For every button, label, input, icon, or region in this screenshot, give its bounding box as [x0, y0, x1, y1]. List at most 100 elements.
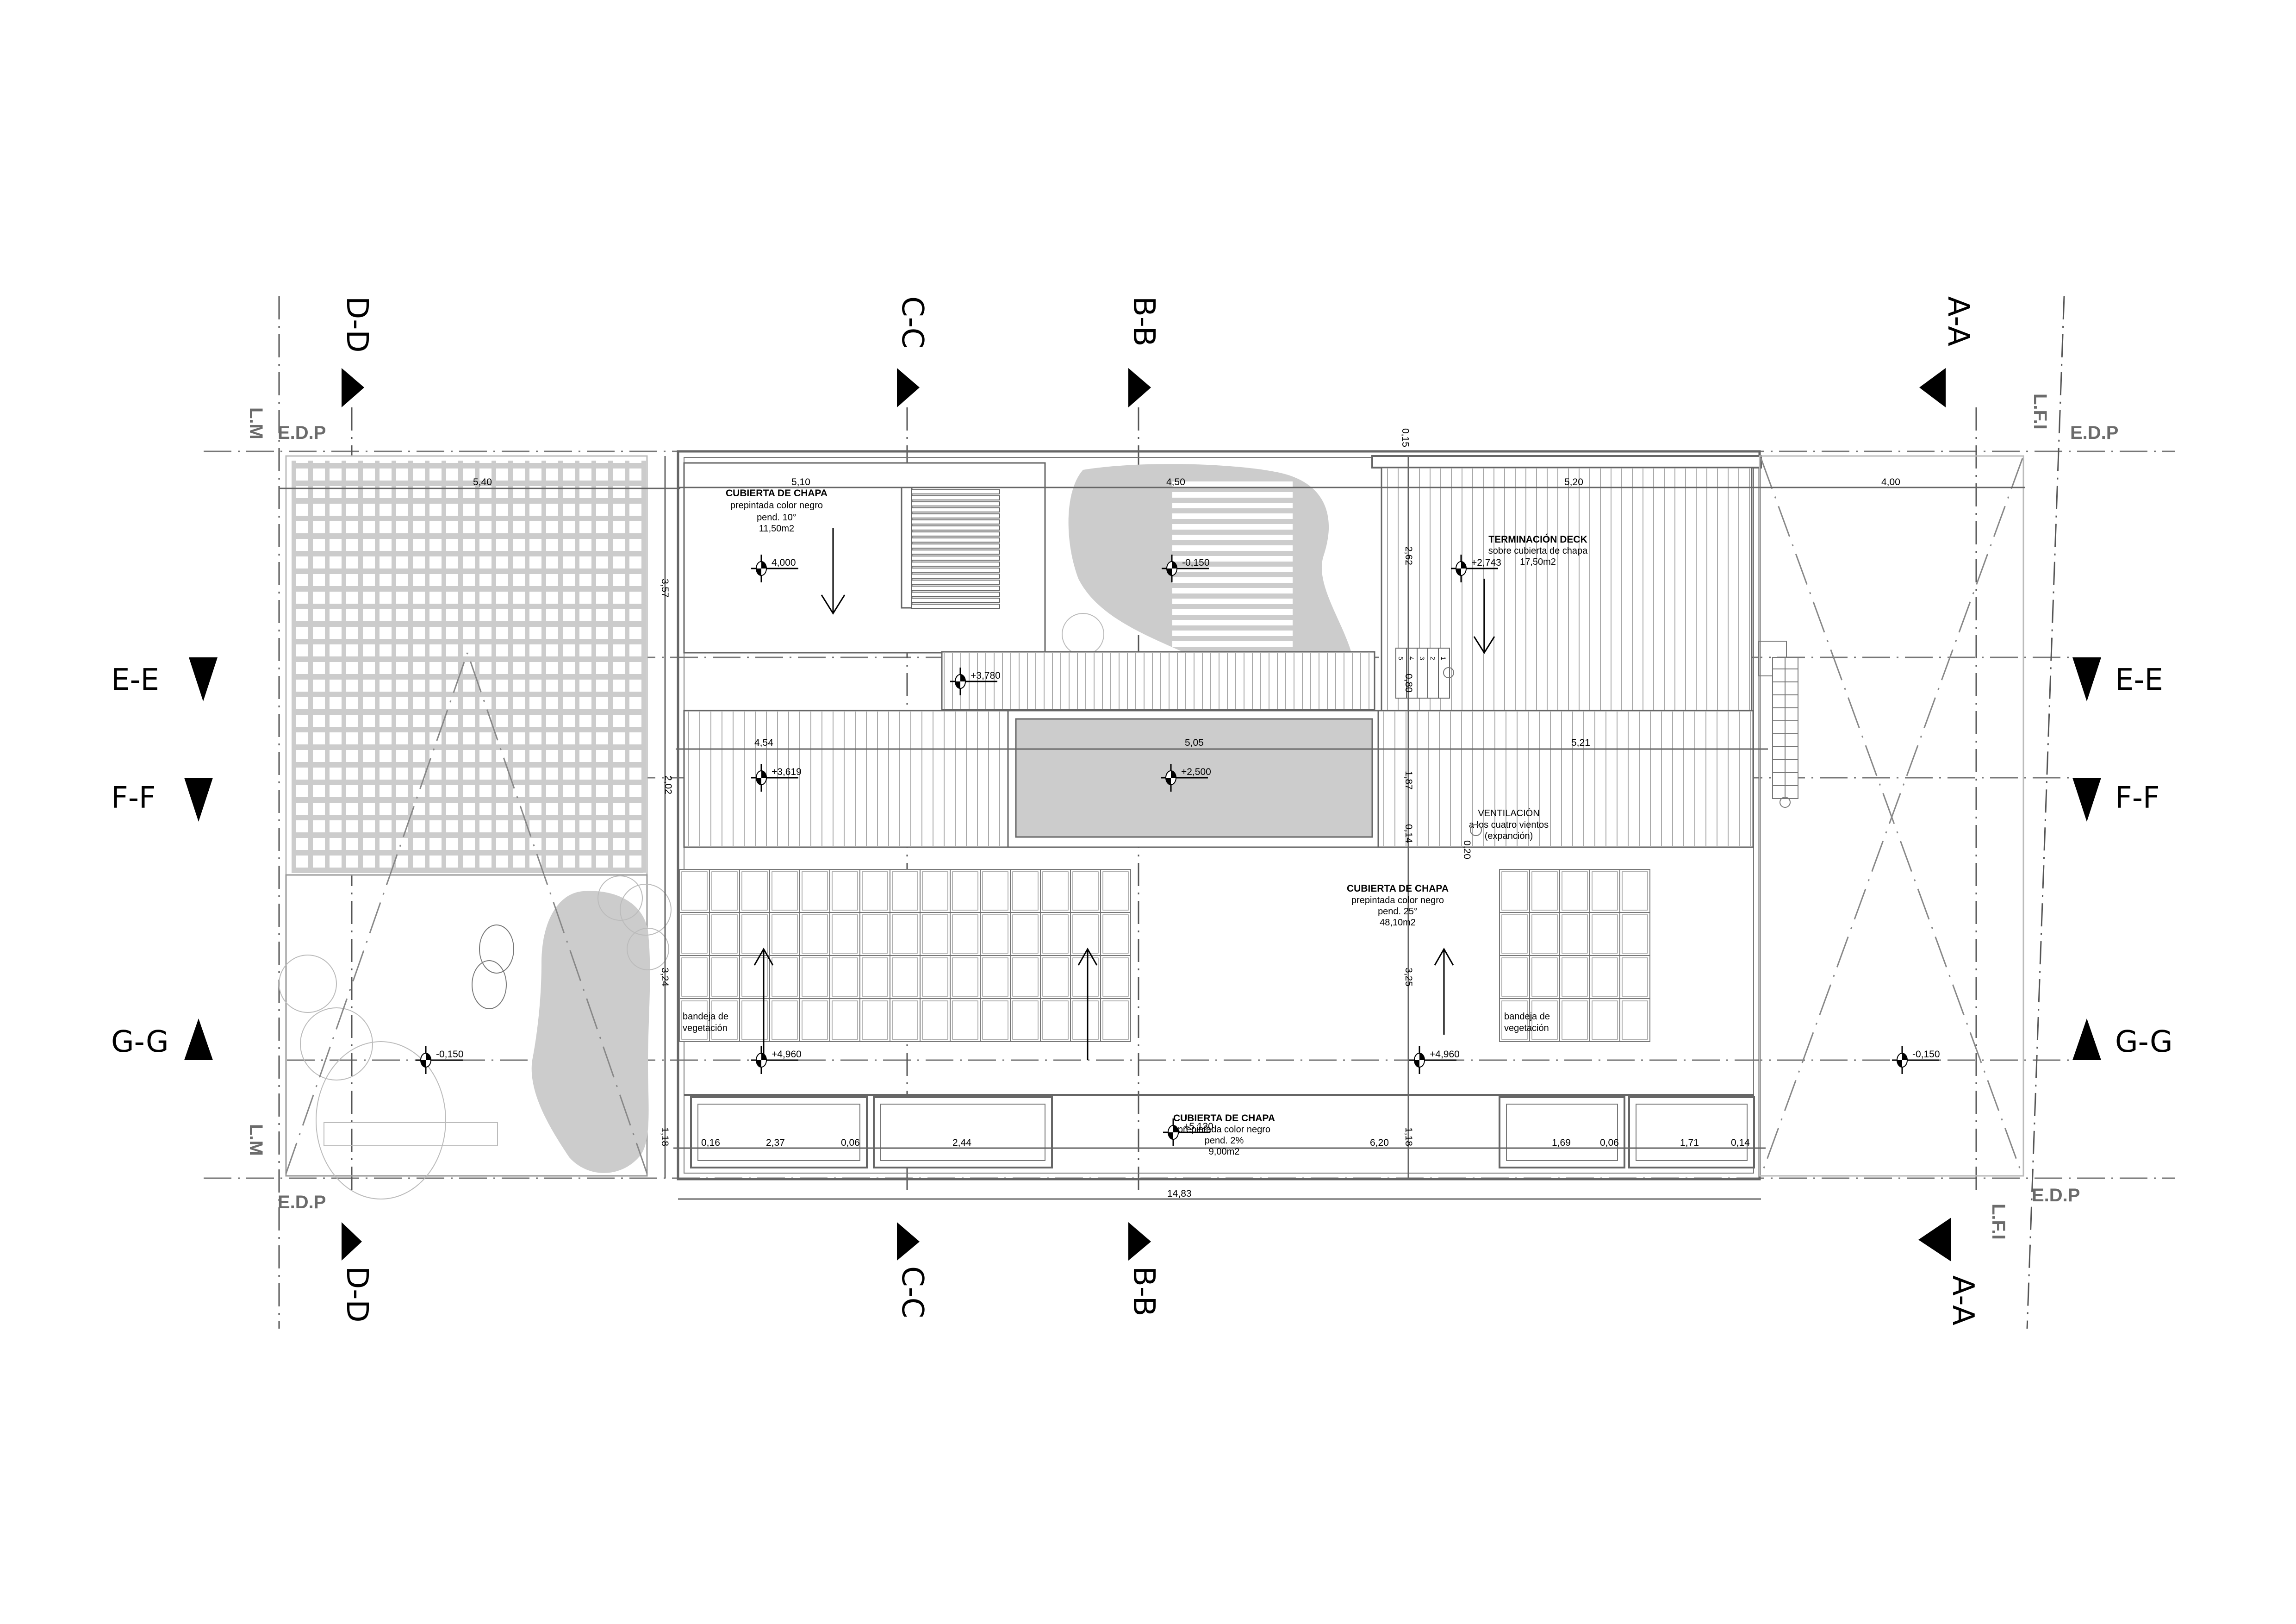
svg-text:1,18: 1,18 — [1403, 1127, 1414, 1146]
edp-label-top-left: E.D.P — [278, 423, 326, 443]
dimension-lines — [279, 456, 2025, 1200]
svg-text:0,06: 0,06 — [841, 1137, 860, 1148]
level-marker-icon: +2,500 — [1161, 764, 1211, 792]
tree-icon — [620, 884, 672, 936]
level-marker-icon: -0,150 — [1162, 555, 1210, 582]
right-exterior — [1758, 455, 2024, 1177]
svg-text:prepintada color negro: prepintada color negro — [1351, 895, 1444, 906]
svg-text:0,06: 0,06 — [1600, 1137, 1619, 1148]
note-roof2-title: CUBIERTA DE CHAPA — [1347, 883, 1449, 894]
section-arrow-icon — [1919, 368, 1946, 407]
level-marker-icon: +5,130 — [1163, 1118, 1213, 1146]
section-arrow-icon — [1128, 1222, 1151, 1261]
section-label-aa-top: A-A — [1941, 296, 1975, 346]
svg-text:vegetación: vegetación — [683, 1023, 728, 1033]
section-label-cc-top: C-C — [895, 296, 929, 348]
level-marker-icon: +4,960 — [1409, 1046, 1460, 1074]
svg-text:a los cuatro vientos: a los cuatro vientos — [1469, 820, 1549, 830]
svg-text:3: 3 — [1419, 656, 1426, 660]
svg-text:0,20: 0,20 — [1462, 840, 1472, 859]
edp-label-bottom-left: E.D.P — [278, 1192, 326, 1212]
note-veg1: bandeja de — [683, 1012, 728, 1022]
svg-text:6,20: 6,20 — [1370, 1137, 1389, 1148]
section-label-dd-top: D-D — [340, 296, 374, 353]
svg-text:(expanción): (expanción) — [1485, 831, 1533, 841]
svg-text:pend. 2%: pend. 2% — [1205, 1136, 1244, 1146]
section-arrow-icon — [342, 368, 364, 407]
svg-text:2,62: 2,62 — [1403, 546, 1414, 565]
svg-text:+5,130: +5,130 — [1183, 1121, 1213, 1132]
svg-text:0,16: 0,16 — [701, 1137, 720, 1148]
svg-text:4: 4 — [1408, 656, 1415, 660]
svg-text:3,24: 3,24 — [660, 968, 670, 987]
roof-zone-connector — [941, 651, 1375, 711]
svg-text:sobre cubierta de chapa: sobre cubierta de chapa — [1488, 546, 1588, 556]
svg-text:2,02: 2,02 — [663, 775, 673, 794]
section-label-ee-left: E-E — [111, 663, 159, 697]
bottom-skylights — [684, 1094, 1755, 1168]
svg-text:0,80: 0,80 — [1403, 674, 1414, 693]
section-arrow-icon — [2072, 657, 2101, 701]
vegetation-trays — [679, 869, 1650, 1060]
svg-text:pend. 25°: pend. 25° — [1378, 906, 1418, 917]
pond-shape — [531, 891, 650, 1173]
note-deck-title: TERMINACIÓN DECK — [1488, 534, 1587, 545]
svg-text:1,69: 1,69 — [1552, 1137, 1571, 1148]
section-label-gg-right: G-G — [2115, 1025, 2173, 1059]
section-label-ff-right: F-F — [2115, 781, 2160, 815]
svg-text:-0,150: -0,150 — [1912, 1049, 1940, 1060]
svg-text:1,87: 1,87 — [1403, 771, 1414, 790]
svg-text:14,83: 14,83 — [1167, 1188, 1192, 1199]
section-arrow-icon — [897, 1222, 920, 1261]
section-arrow-icon — [184, 778, 213, 822]
level-marker-icon: +3,780 — [950, 668, 1001, 695]
level-marker-icon: -0,150 — [1892, 1046, 1940, 1074]
section-label-bb-top: B-B — [1126, 296, 1161, 347]
svg-text:prepintada color negro: prepintada color negro — [1178, 1124, 1270, 1135]
svg-text:5,20: 5,20 — [1564, 477, 1583, 487]
svg-text:vegetación: vegetación — [1504, 1023, 1549, 1033]
svg-text:17,50m2: 17,50m2 — [1520, 557, 1556, 567]
tree-icon — [300, 1007, 373, 1081]
svg-text:5,10: 5,10 — [791, 477, 810, 487]
svg-text:-0,150: -0,150 — [1182, 557, 1210, 568]
lfi-label-top: L.F.I — [2030, 394, 2050, 430]
svg-text:3,25: 3,25 — [1403, 968, 1414, 987]
level-marker-icon: +2,743 — [1451, 555, 1501, 582]
svg-text:9,00m2: 9,00m2 — [1209, 1147, 1240, 1157]
section-markers: D-D D-D C-C C-C B-B B-B A-A A-A E-E E-E … — [111, 296, 2173, 1325]
dimension-labels: 5,40 5,10 4,50 5,20 4,00 0,15 3,57 2,62 … — [473, 428, 1900, 1199]
svg-text:0,14: 0,14 — [1403, 824, 1414, 843]
section-arrow-icon — [342, 1222, 362, 1261]
svg-text:4,00: 4,00 — [1881, 477, 1900, 487]
section-label-ee-right: E-E — [2115, 663, 2163, 697]
svg-text:3,57: 3,57 — [660, 579, 670, 598]
svg-text:-0,150: -0,150 — [436, 1049, 464, 1060]
section-arrow-icon — [1918, 1218, 1951, 1262]
pergola-grid — [285, 455, 648, 876]
svg-text:2,37: 2,37 — [766, 1137, 785, 1148]
svg-text:5: 5 — [1397, 656, 1405, 660]
section-arrow-icon — [2072, 778, 2101, 822]
svg-text:+4,960: +4,960 — [1430, 1049, 1460, 1060]
garden-area — [279, 652, 672, 1199]
note-roof3-title: CUBIERTA DE CHAPA — [1173, 1113, 1275, 1124]
note-veg2: bandeja de — [1504, 1012, 1550, 1022]
svg-text:prepintada color negro: prepintada color negro — [730, 500, 823, 511]
section-label-aa-bottom: A-A — [1946, 1275, 1980, 1325]
svg-text:5,40: 5,40 — [473, 477, 492, 487]
tree-icon — [627, 928, 669, 970]
svg-text:+3,619: +3,619 — [772, 767, 802, 777]
svg-text:5,21: 5,21 — [1571, 737, 1590, 748]
level-marker-icon: -0,150 — [416, 1046, 464, 1074]
note-roof1-title: CUBIERTA DE CHAPA — [726, 488, 828, 499]
level-marker-icon: +4,960 — [751, 1046, 802, 1074]
section-arrow-icon — [2072, 1018, 2101, 1060]
svg-text:+2,743: +2,743 — [1471, 557, 1501, 568]
central-deck — [1062, 464, 1351, 656]
svg-text:4,000: 4,000 — [772, 557, 796, 568]
svg-text:pend. 10°: pend. 10° — [757, 512, 796, 523]
section-label-cc-bottom: C-C — [895, 1266, 929, 1318]
svg-text:1,71: 1,71 — [1680, 1137, 1699, 1148]
